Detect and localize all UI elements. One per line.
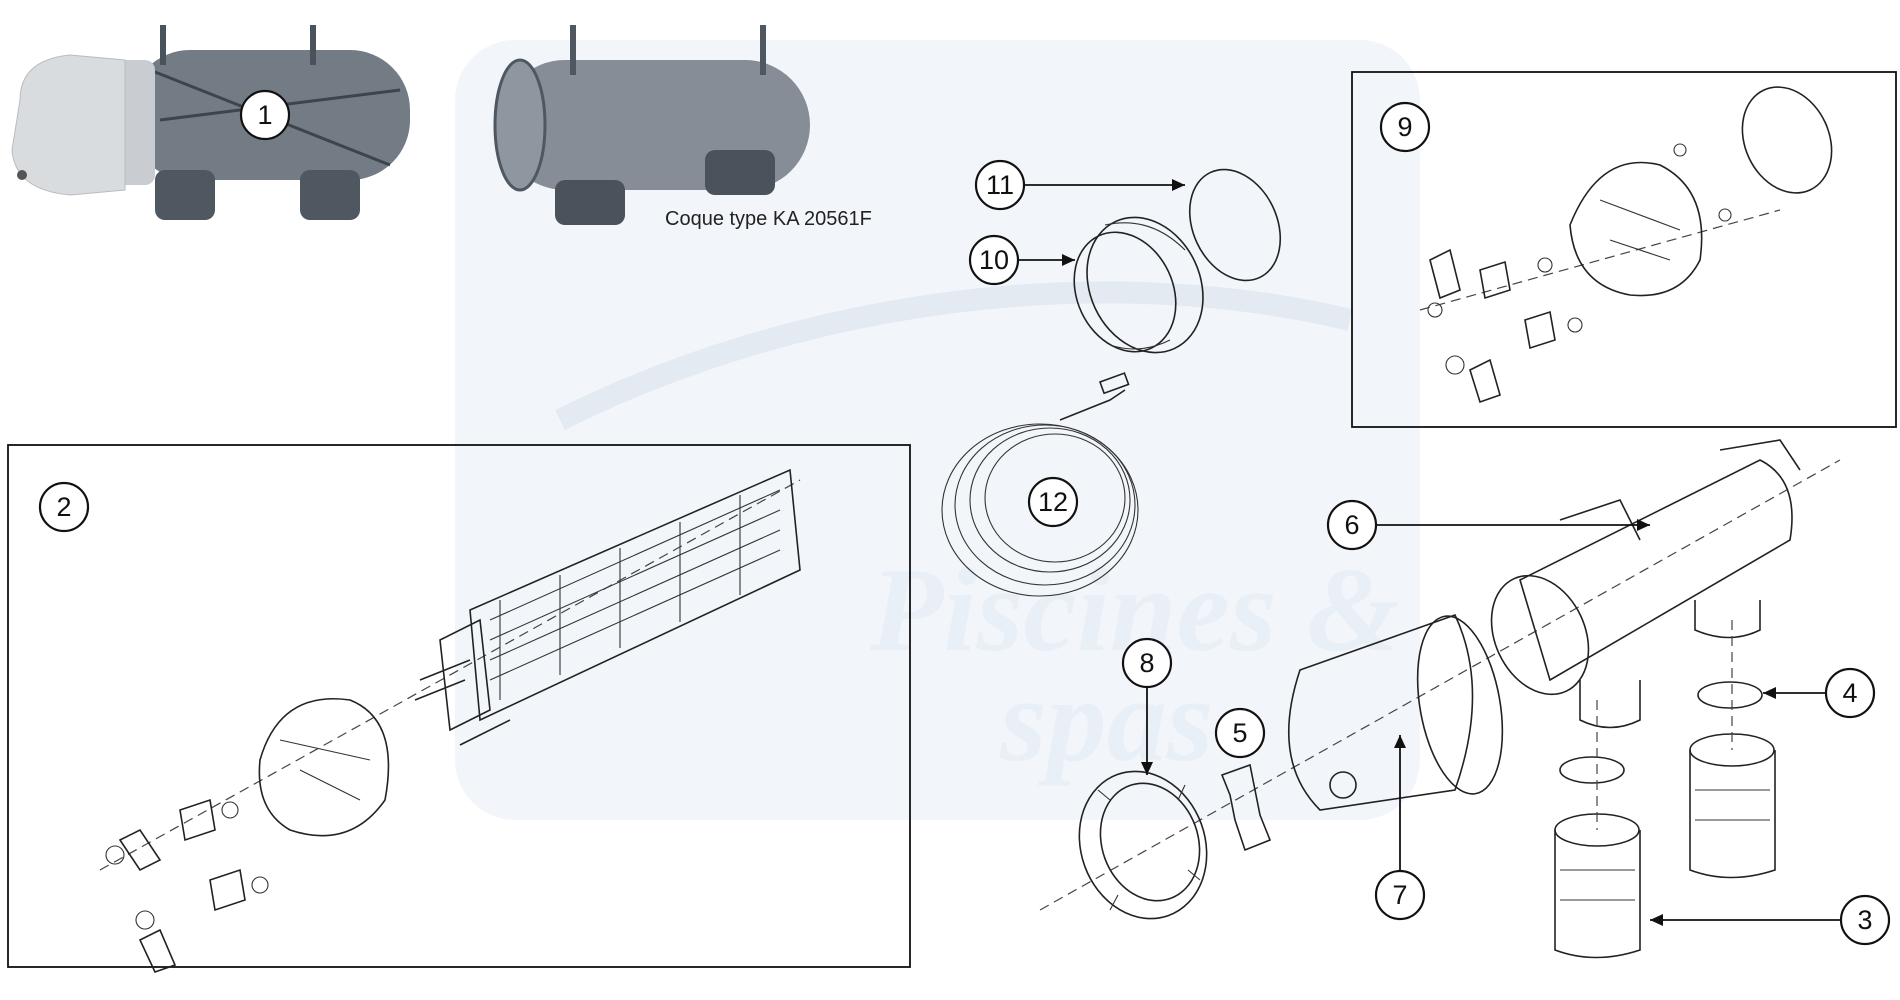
callout-10-label: 10 (979, 245, 1009, 275)
watermark-swoosh (555, 281, 1353, 430)
callout-5-label: 5 (1232, 718, 1247, 748)
callout-7-label: 7 (1392, 880, 1407, 910)
callout-9-label: 9 (1397, 112, 1412, 142)
part-4-o-ring (1697, 681, 1763, 709)
callout-1: 1 (239, 89, 291, 141)
frame-electrode-assembly (7, 444, 911, 968)
leader-arrowheads (1062, 179, 1776, 926)
callout-3-label: 3 (1857, 905, 1872, 935)
callout-7: 7 (1374, 869, 1426, 921)
callout-2-label: 2 (56, 492, 71, 522)
shell-photo (493, 25, 810, 225)
callout-4: 4 (1824, 667, 1876, 719)
watermark-line-2: spas (999, 653, 1213, 786)
part-2-electrode-assembly (99, 468, 801, 973)
callout-6: 6 (1326, 499, 1378, 551)
callout-8-label: 8 (1139, 648, 1154, 678)
callout-11: 11 (974, 159, 1026, 211)
callout-12: 12 (1027, 476, 1079, 528)
callout-4-label: 4 (1842, 678, 1857, 708)
frame-terminal-kit (1351, 71, 1897, 428)
leader-lines (1018, 184, 1840, 921)
part-9-terminal-kit (1419, 86, 1833, 404)
callout-8: 8 (1121, 637, 1173, 689)
part-8-locking-ring (1078, 770, 1208, 920)
o-ring-left (1559, 756, 1625, 784)
callout-10: 10 (968, 234, 1020, 286)
callout-11-label: 11 (986, 170, 1014, 200)
callout-2: 2 (38, 481, 90, 533)
callout-1-label: 1 (257, 100, 272, 130)
part-3-unions (1554, 620, 1776, 959)
callout-3: 3 (1839, 894, 1891, 946)
part-10-cap (1073, 216, 1204, 354)
part-1-complete-cell-photo (11, 25, 410, 220)
part-6-shell (1039, 439, 1841, 911)
part-5-clip (1220, 763, 1272, 852)
part-12-cable (941, 372, 1139, 597)
part-11-o-ring (1188, 168, 1282, 282)
callout-9: 9 (1379, 101, 1431, 153)
watermark-plate (455, 40, 1420, 820)
o-ring-large (1741, 86, 1833, 194)
callout-6-label: 6 (1344, 510, 1359, 540)
callout-5: 5 (1214, 707, 1266, 759)
shell-caption: Coque type KA 20561F (665, 208, 872, 230)
callout-12-label: 12 (1038, 487, 1068, 517)
part-7-sleeve (1287, 614, 1504, 811)
